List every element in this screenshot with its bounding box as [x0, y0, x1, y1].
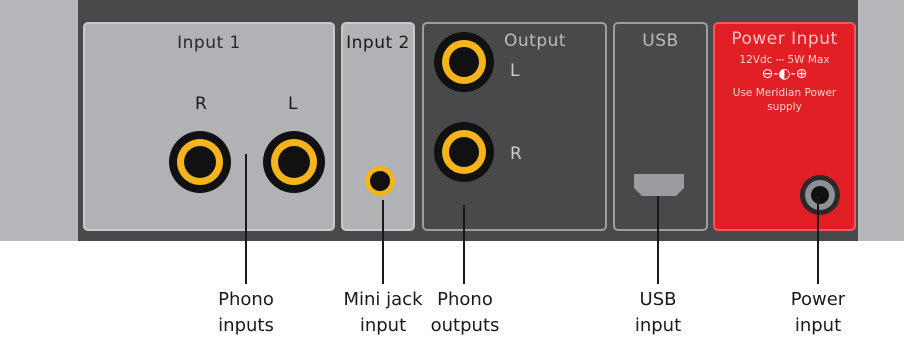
- usb-port[interactable]: [632, 172, 686, 198]
- usb-section: USB: [613, 22, 708, 231]
- phono-outputs-leader: [463, 205, 465, 284]
- power-note-line2: supply: [767, 101, 802, 113]
- input2-title: Input 2: [346, 33, 410, 53]
- power-note-line1: Use Meridian Power: [732, 87, 837, 99]
- output-section: Output L R: [422, 22, 607, 231]
- input2-section: Input 2: [341, 22, 415, 231]
- chassis-left: [0, 0, 78, 241]
- output-right-label: R: [510, 144, 522, 164]
- power-spec: 12Vdc ⎓ 5W Max: [739, 54, 830, 66]
- input1-right-label: R: [195, 94, 207, 114]
- input1-left-label: L: [288, 94, 298, 114]
- output-title: Output: [504, 31, 567, 51]
- mini-jack-leader: [382, 200, 384, 284]
- power-section: Power Input 12Vdc ⎓ 5W Max ⊖-◐-⊕ Use Mer…: [713, 22, 856, 231]
- phono-input-left-jack[interactable]: [263, 131, 325, 193]
- polarity-icon: ⊖-◐-⊕: [761, 66, 808, 82]
- output-left-label: L: [510, 61, 520, 81]
- usb-leader: [657, 196, 659, 284]
- power-input-jack[interactable]: [800, 175, 840, 215]
- phono-output-left-jack[interactable]: [434, 32, 494, 92]
- phono-output-right-jack[interactable]: [434, 122, 494, 182]
- input1-section: Input 1 R L: [83, 22, 335, 231]
- phono-input-right-jack[interactable]: [169, 131, 231, 193]
- chassis-right: [858, 0, 904, 241]
- power-leader: [817, 196, 819, 284]
- power-title: Power Input: [731, 29, 838, 49]
- usb-title: USB: [642, 31, 679, 51]
- mini-jack-input[interactable]: [365, 166, 395, 196]
- input1-title: Input 1: [177, 33, 241, 53]
- phono-inputs-leader: [245, 154, 247, 284]
